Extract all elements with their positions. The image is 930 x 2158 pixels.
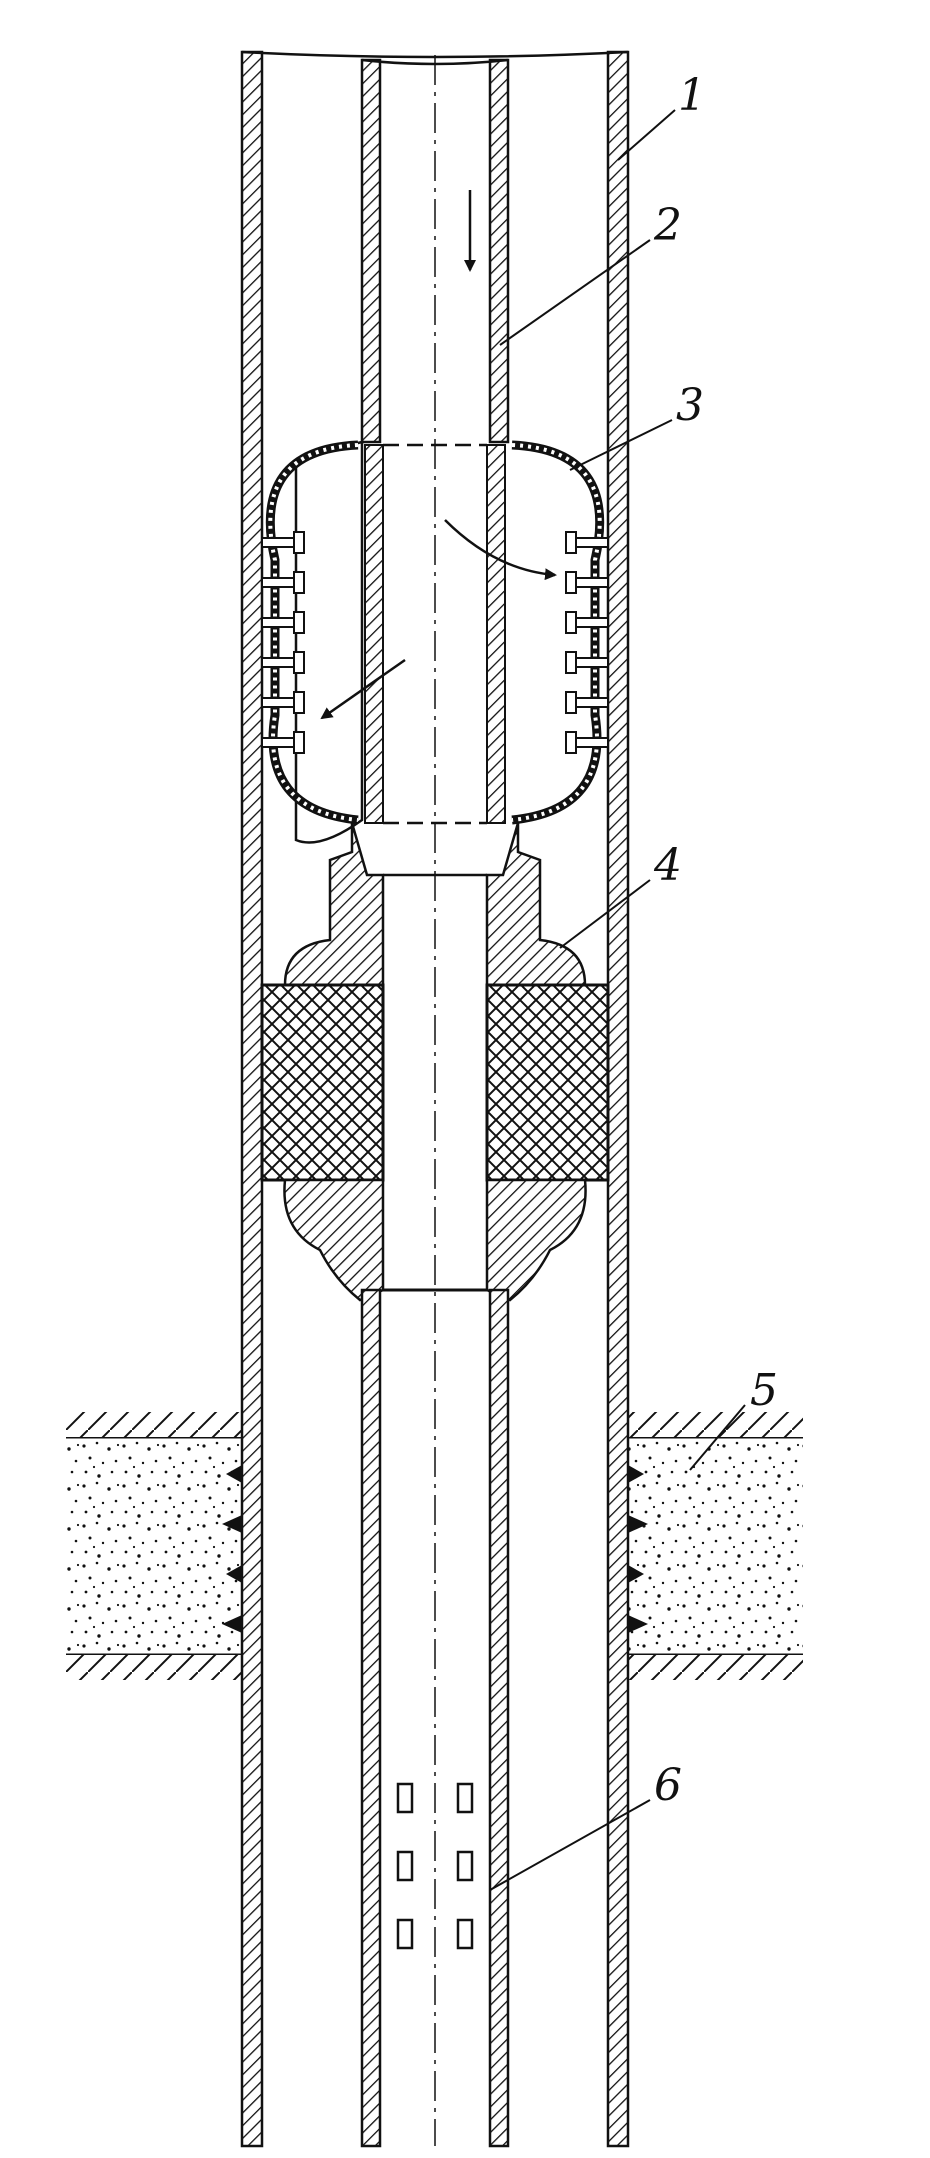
callout-4: 4 xyxy=(653,840,682,891)
packer-lower-left xyxy=(283,1178,385,1302)
formation-right xyxy=(628,1437,803,1655)
packer-element-right xyxy=(485,983,610,1182)
packer-upper-left xyxy=(283,822,385,987)
callout-3: 3 xyxy=(676,380,704,431)
leader-1 xyxy=(617,109,676,161)
casing xyxy=(240,50,630,2148)
chamber-right-shell xyxy=(511,440,605,825)
chamber-left-shell xyxy=(265,440,359,825)
chamber-left xyxy=(294,440,364,844)
formation-left xyxy=(66,1437,242,1655)
callout-1: 1 xyxy=(678,70,706,121)
packer-element-left xyxy=(260,983,385,1182)
ground-hatch-top-left xyxy=(66,1412,242,1437)
leader-5 xyxy=(689,1404,746,1471)
filter-slots xyxy=(396,1782,474,1950)
charges-right xyxy=(565,531,609,754)
casing-wall-left xyxy=(240,50,264,2148)
flow-arrow-right xyxy=(444,519,557,581)
packer xyxy=(260,822,610,1302)
ground-hatch-top-right xyxy=(628,1412,803,1437)
callout-5: 5 xyxy=(750,1365,778,1416)
formation-layer xyxy=(66,1412,803,1680)
packer-upper-right xyxy=(485,822,587,987)
tubing-lower xyxy=(360,1288,510,2148)
callout-6: 6 xyxy=(654,1760,682,1811)
leader-lines xyxy=(489,109,746,1891)
leader-4 xyxy=(559,879,651,949)
charges-left xyxy=(261,531,305,754)
leader-3 xyxy=(569,419,673,471)
callout-2: 2 xyxy=(653,200,682,251)
tubing-upper xyxy=(360,58,510,444)
callouts: 1 2 3 4 5 6 xyxy=(653,70,778,1811)
perforation-tunnels xyxy=(222,1465,648,1633)
flow-arrow-left xyxy=(320,658,406,720)
leader-2 xyxy=(499,239,651,346)
packer-lower-right xyxy=(485,1178,587,1302)
ground-hatch-bottom-left xyxy=(66,1655,242,1680)
casing-wall-right xyxy=(606,50,630,2148)
leader-6 xyxy=(489,1799,651,1891)
ground-hatch-bottom-right xyxy=(628,1655,803,1680)
perforator-chamber xyxy=(265,440,605,844)
